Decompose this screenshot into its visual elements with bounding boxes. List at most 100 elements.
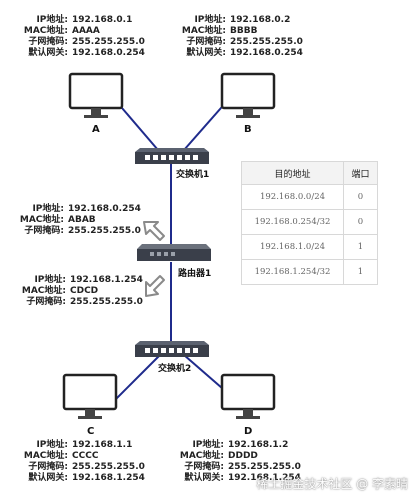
info-row: MAC地址: AAAA bbox=[22, 26, 145, 37]
info-key: MAC地址: bbox=[23, 26, 68, 36]
info-row: 子网掩码: 255.255.255.0 bbox=[22, 462, 145, 473]
info-row: 子网掩码: 255.255.255.0 bbox=[18, 297, 143, 308]
info-key: IP地址: bbox=[32, 204, 64, 214]
info-value: 192.168.0.254 bbox=[72, 48, 145, 58]
routing-table-header-row: 目的地址 端口 bbox=[241, 161, 378, 185]
info-value: 255.255.255.0 bbox=[70, 297, 143, 307]
info-key: 子网掩码: bbox=[24, 226, 64, 236]
info-row: 默认网关:192.168.1.254 bbox=[176, 473, 301, 484]
route-port: 0 bbox=[343, 209, 378, 235]
info-value: 192.168.1.254 bbox=[70, 275, 143, 285]
table-row: 192.168.0.0/24 0 bbox=[241, 184, 378, 210]
info-key: 子网掩码: bbox=[184, 462, 224, 472]
info-row: 默认网关: 192.168.0.254 bbox=[22, 48, 145, 59]
info-row: IP地址: 192.168.0.254 bbox=[18, 204, 141, 215]
table-row: 192.168.0.254/32 0 bbox=[241, 209, 378, 235]
info-value: 192.168.0.1 bbox=[72, 15, 133, 25]
header-port: 端口 bbox=[343, 161, 378, 185]
router-label: 路由器1 bbox=[178, 269, 212, 279]
info-key: IP地址: bbox=[36, 15, 68, 25]
info-row: 子网掩码: 255.255.255.0 bbox=[18, 226, 141, 237]
watermark: 稀土掘金技术社区 @ 李素晴 bbox=[256, 477, 408, 491]
link-a-switch1 bbox=[121, 107, 159, 151]
info-value: 255.255.255.0 bbox=[72, 37, 145, 47]
info-value: 255.255.255.0 bbox=[68, 226, 141, 236]
router-icon bbox=[137, 244, 211, 261]
link-lines bbox=[109, 99, 231, 406]
info-row: 子网掩码: 255.255.255.0 bbox=[176, 462, 301, 473]
info-value: AAAA bbox=[72, 26, 100, 36]
info-value: 192.168.1.254 bbox=[72, 473, 145, 483]
computer-b-icon bbox=[220, 72, 276, 118]
arrow-port2-icon bbox=[145, 275, 165, 297]
host-b-label: B bbox=[244, 124, 252, 135]
info-key: IP地址: bbox=[192, 440, 224, 450]
info-row: 子网掩码: 255.255.255.0 bbox=[22, 37, 145, 48]
info-value: 192.168.0.254 bbox=[230, 48, 303, 58]
info-value: 192.168.1.1 bbox=[72, 440, 133, 450]
info-row: IP地址: 192.168.1.1 bbox=[22, 440, 145, 451]
info-key: MAC地址: bbox=[179, 451, 224, 461]
switch-2-icon bbox=[135, 341, 209, 357]
info-key: MAC地址: bbox=[19, 215, 64, 225]
info-key: 默认网关: bbox=[28, 473, 68, 483]
route-port: 1 bbox=[343, 234, 378, 260]
link-b-switch1 bbox=[183, 99, 229, 151]
info-key: IP地址: bbox=[36, 440, 68, 450]
info-value: 255.255.255.0 bbox=[72, 462, 145, 472]
info-row: MAC地址:BBBB bbox=[178, 26, 303, 37]
info-key: 子网掩码: bbox=[28, 37, 68, 47]
info-key: 默认网关: bbox=[186, 48, 226, 58]
route-destination: 192.168.0.0/24 bbox=[241, 184, 344, 210]
info-key: 子网掩码: bbox=[28, 462, 68, 472]
switch-1-label: 交换机1 bbox=[176, 170, 210, 180]
info-key: MAC地址: bbox=[181, 26, 226, 36]
header-destination: 目的地址 bbox=[241, 161, 344, 185]
host-c-label: C bbox=[87, 426, 95, 437]
switch-2-label: 交换机2 bbox=[158, 364, 192, 374]
route-port: 1 bbox=[343, 259, 378, 285]
route-port: 0 bbox=[343, 184, 378, 210]
route-destination: 192.168.0.254/32 bbox=[241, 209, 344, 235]
info-key: 默认网关: bbox=[184, 473, 224, 483]
info-key: MAC地址: bbox=[21, 286, 66, 296]
info-value: CCCC bbox=[72, 451, 99, 461]
info-key: 默认网关: bbox=[28, 48, 68, 58]
info-row: 默认网关: 192.168.1.254 bbox=[22, 473, 145, 484]
info-key: 子网掩码: bbox=[186, 37, 226, 47]
info-value: 192.168.0.254 bbox=[68, 204, 141, 214]
info-value: DDDD bbox=[228, 451, 258, 461]
info-key: IP地址: bbox=[194, 15, 226, 25]
info-row: MAC地址: CDCD bbox=[18, 286, 143, 297]
info-row: 子网掩码:255.255.255.0 bbox=[178, 37, 303, 48]
table-row: 192.168.1.254/32 1 bbox=[241, 259, 378, 285]
link-switch2-c bbox=[109, 354, 161, 406]
info-row: MAC地址:ABAB bbox=[18, 215, 141, 226]
host-d-label: D bbox=[244, 426, 253, 437]
info-value: CDCD bbox=[70, 286, 99, 296]
info-key: MAC地址: bbox=[23, 451, 68, 461]
host-a-label: A bbox=[92, 124, 100, 135]
computer-a-icon bbox=[68, 72, 124, 118]
info-row: IP地址: 192.168.1.2 bbox=[176, 440, 301, 451]
info-value: 192.168.0.2 bbox=[230, 15, 291, 25]
computer-c-icon bbox=[62, 373, 118, 419]
info-key: 子网掩码: bbox=[26, 297, 66, 307]
table-row: 192.168.1.0/24 1 bbox=[241, 234, 378, 260]
info-row: IP地址:192.168.1.254 bbox=[18, 275, 143, 286]
arrow-port1-icon bbox=[143, 221, 165, 241]
switch-1-icon bbox=[135, 148, 209, 164]
info-row: IP地址: 192.168.0.2 bbox=[178, 15, 303, 26]
info-row: MAC地址: CCCC bbox=[22, 451, 145, 462]
route-destination: 192.168.1.254/32 bbox=[241, 259, 344, 285]
info-row: IP地址: 192.168.0.1 bbox=[22, 15, 145, 26]
computer-d-icon bbox=[220, 373, 276, 419]
info-value: 255.255.255.0 bbox=[228, 462, 301, 472]
info-value: 192.168.1.2 bbox=[228, 440, 289, 450]
